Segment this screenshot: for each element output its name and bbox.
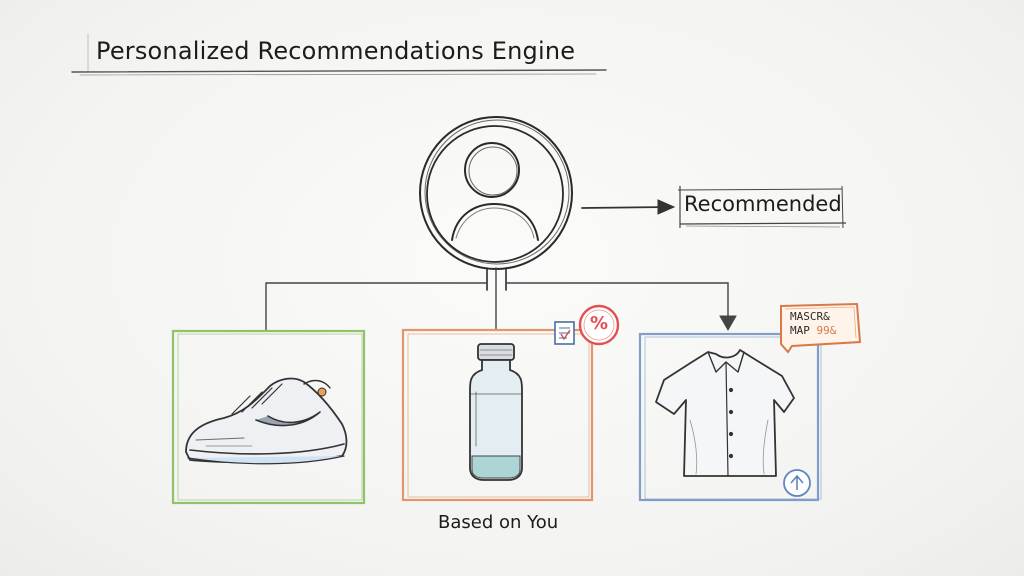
- price-tag-line-2-main: MAP: [790, 324, 810, 337]
- user-avatar-icon: [420, 117, 572, 290]
- product-card-bottle: [403, 306, 618, 500]
- title-underline: [72, 34, 606, 75]
- sneaker-icon: [186, 379, 347, 464]
- water-bottle-icon: [470, 344, 522, 480]
- shirt-icon: [656, 350, 794, 476]
- price-tag-line-2: MAP 99&: [790, 324, 856, 338]
- discount-badge-symbol: %: [588, 313, 610, 334]
- product-card-sneaker: [173, 331, 364, 503]
- price-tag-line-1: MASCR&: [790, 310, 856, 324]
- arrow-right-icon: [582, 200, 674, 214]
- upload-badge-icon: [784, 470, 810, 496]
- product-card-shirt: [640, 334, 821, 500]
- checklist-icon: [555, 322, 574, 344]
- price-tag-text: MASCR& MAP 99&: [790, 310, 856, 338]
- connector-lines: [266, 268, 736, 330]
- recommended-box-frame: [678, 186, 846, 228]
- price-tag-line-2-accent: 99&: [817, 324, 837, 337]
